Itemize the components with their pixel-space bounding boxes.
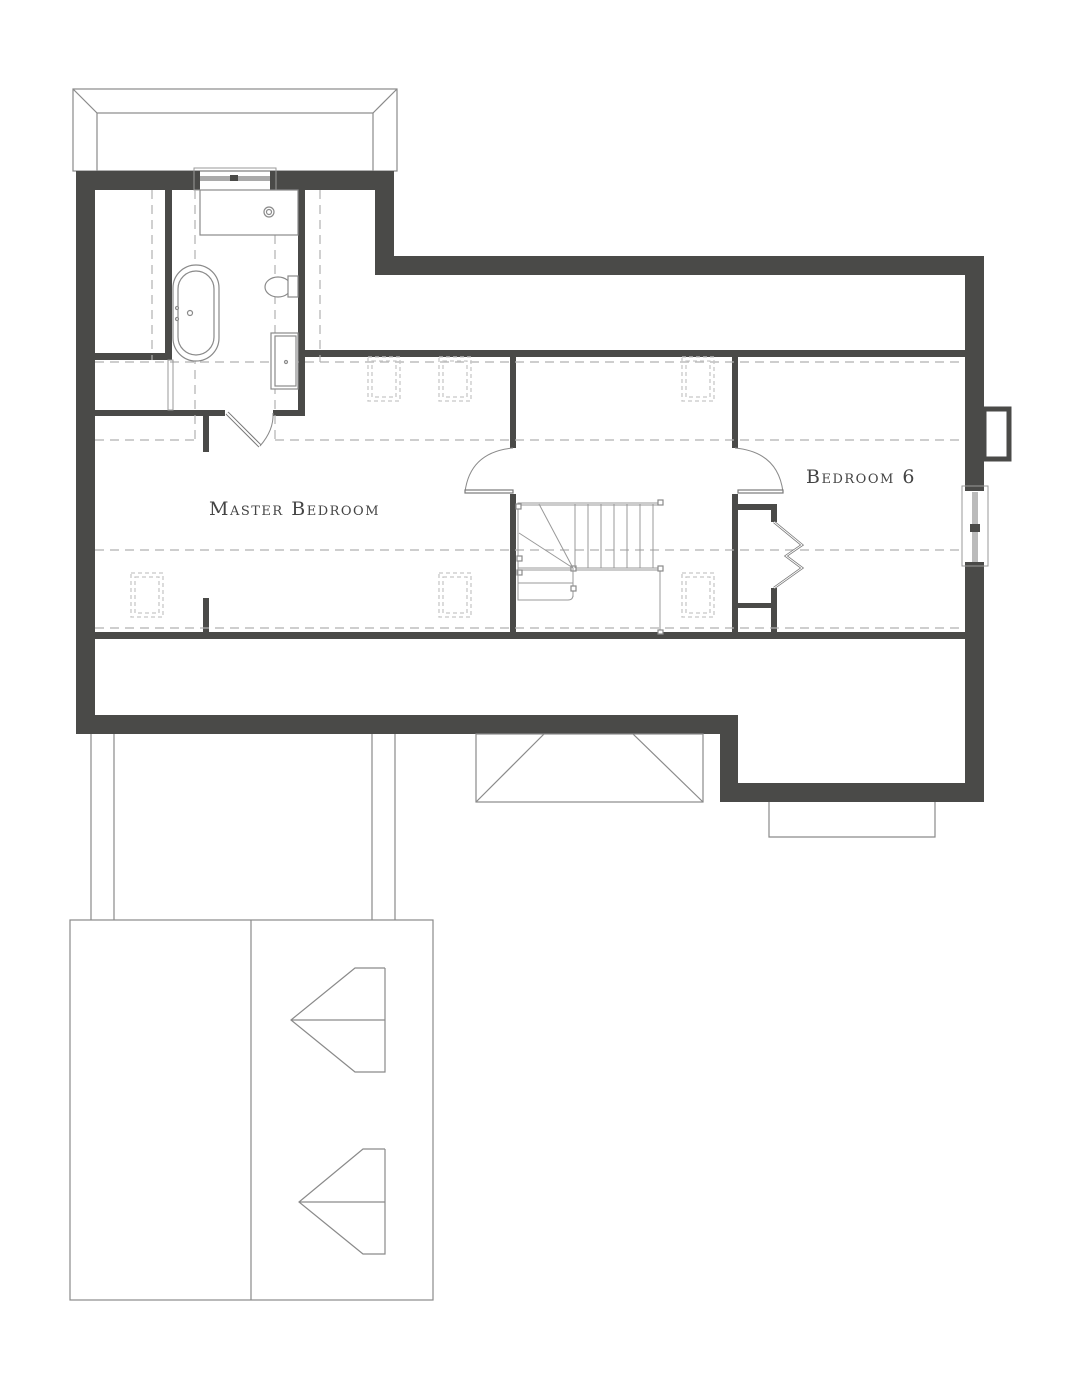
skylight-icon bbox=[130, 572, 164, 618]
chimney bbox=[981, 406, 1012, 462]
freestanding-bath bbox=[172, 264, 220, 362]
north-dormer-roof bbox=[72, 88, 398, 172]
skylight-icon bbox=[681, 356, 715, 402]
room-label-master-bedroom: Master Bedroom bbox=[209, 498, 381, 520]
skylight-icon bbox=[438, 572, 472, 618]
shower-tray bbox=[199, 189, 299, 236]
room-label-bedroom-6: Bedroom 6 bbox=[806, 466, 916, 488]
master-bedroom-door[interactable] bbox=[464, 447, 514, 494]
exterior-walls bbox=[76, 171, 984, 802]
bedroom-6-door[interactable] bbox=[734, 447, 784, 494]
roof-slope-lines bbox=[95, 190, 965, 629]
vanity-basin bbox=[270, 332, 299, 390]
interior-walls bbox=[95, 188, 965, 639]
ensuite-door[interactable] bbox=[225, 411, 274, 448]
skylight-icon bbox=[438, 356, 472, 402]
skylights bbox=[130, 356, 715, 618]
cupboard-bifold-door[interactable] bbox=[773, 521, 805, 590]
skylight-icon bbox=[367, 356, 401, 402]
garage-dormer-lower bbox=[298, 1148, 386, 1255]
east-window bbox=[961, 485, 989, 567]
rear-bay-outline bbox=[768, 802, 936, 838]
garage-dormer-upper bbox=[290, 967, 386, 1073]
staircase bbox=[515, 499, 664, 635]
porch-roof bbox=[475, 733, 704, 803]
wc bbox=[264, 275, 299, 298]
ensuite-fixtures bbox=[167, 189, 299, 411]
garage-roof bbox=[69, 919, 434, 1301]
skylight-icon bbox=[681, 572, 715, 618]
link-structure bbox=[90, 734, 396, 920]
